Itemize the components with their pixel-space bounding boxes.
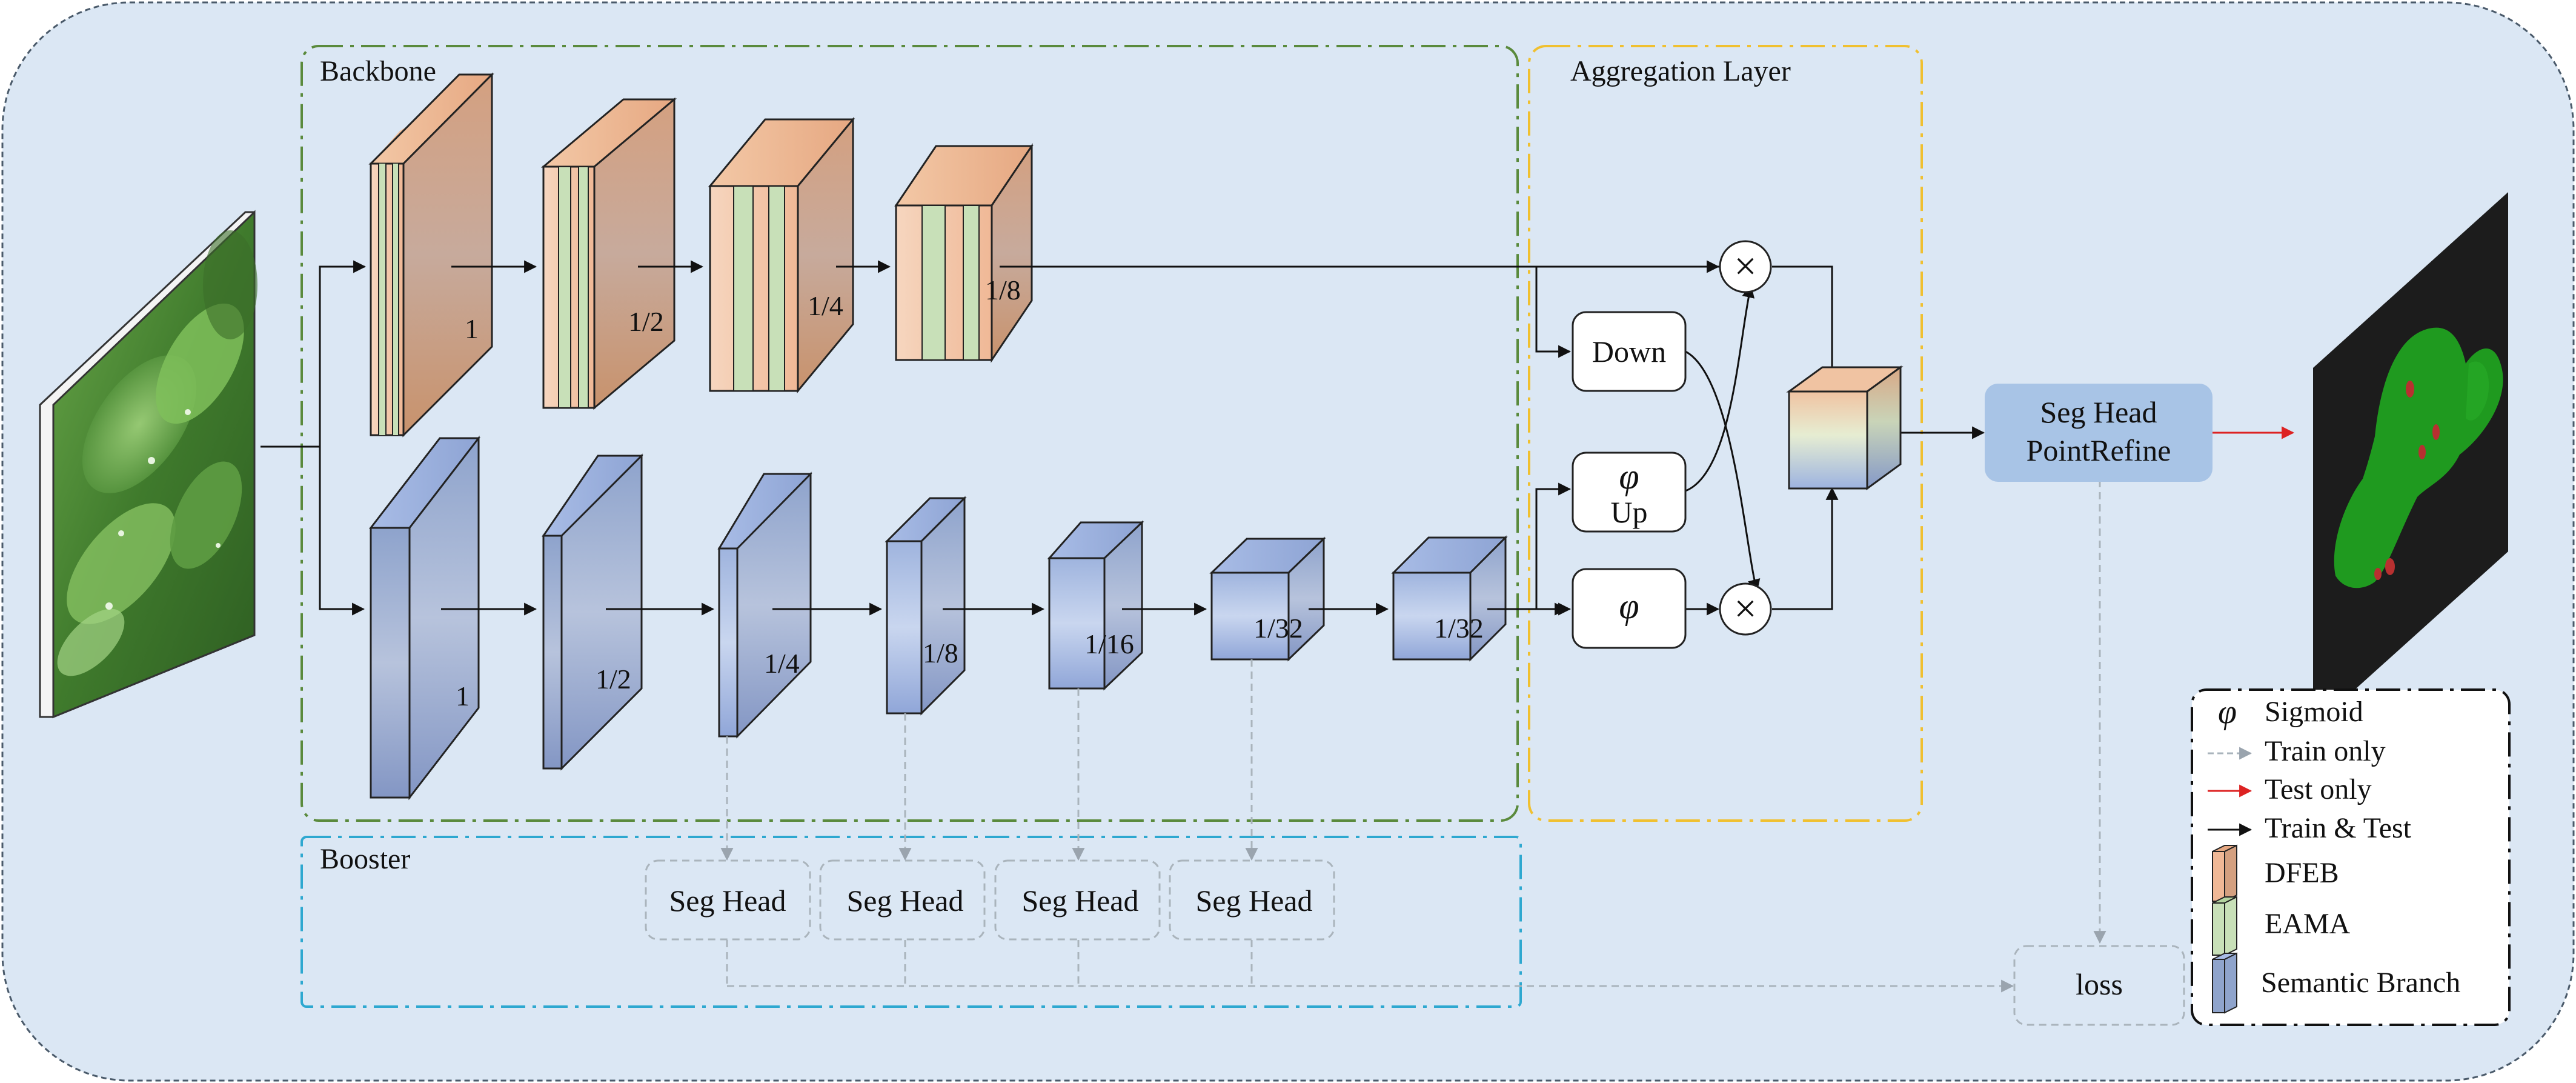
semantic-block-2: 1/2 (542, 453, 643, 771)
aggregation-title: Aggregation Layer (1570, 55, 1791, 87)
legend-eama-swatch (2212, 896, 2237, 956)
loss-box: loss (2013, 945, 2185, 1026)
booster-seg-head-2: Seg Head (819, 859, 986, 941)
semantic-scale-3: 1/4 (764, 648, 800, 679)
legend-dfeb-swatch (2212, 844, 2237, 902)
legend-sigmoid-symbol: φ (2218, 693, 2237, 731)
booster-seg-head-label-2: Seg Head (847, 884, 964, 918)
detail-block-3: 1/4 (708, 116, 855, 394)
down-label: Down (1592, 335, 1666, 368)
semantic-block-6: 1/32 (1209, 536, 1326, 662)
detail-block-2: 1/2 (540, 97, 677, 410)
semantic-scale-1: 1 (456, 681, 470, 711)
semantic-block-5: 1/16 (1047, 520, 1144, 691)
detail-scale-3: 1/4 (808, 290, 843, 321)
multiply-bottom-symbol: × (1734, 587, 1756, 631)
backbone-title: Backbone (320, 55, 436, 87)
semantic-block-4: 1/8 (885, 496, 967, 716)
fusion-cube (1786, 365, 1904, 490)
legend-eama: EAMA (2265, 908, 2351, 940)
aggregation-connectors (1535, 260, 1985, 616)
detail-block-4: 1/8 (894, 143, 1034, 363)
phi-up-symbol: φ (1619, 456, 1639, 496)
detail-scale-1: 1 (465, 313, 479, 344)
legend-semantic: Semantic Branch (2261, 967, 2460, 999)
seg-head-pointrefine: Seg Head PointRefine (1985, 384, 2213, 482)
booster-seg-head-label-4: Seg Head (1196, 884, 1313, 918)
backbone-frame (300, 45, 1519, 822)
seg-head-line1: Seg Head (2040, 395, 2157, 429)
semantic-scale-4: 1/8 (923, 638, 958, 668)
booster-connectors (720, 480, 2106, 993)
phi-up-block: φ Up (1572, 452, 1687, 533)
legend-sigmoid: Sigmoid (2265, 696, 2363, 728)
booster-seg-head-label-1: Seg Head (669, 884, 786, 918)
booster-title: Booster (320, 843, 410, 875)
semantic-scale-7: 1/32 (1434, 613, 1484, 644)
legend-train-test: Train & Test (2265, 812, 2412, 844)
booster-seg-head-label-3: Seg Head (1022, 884, 1139, 918)
input-connectors (261, 260, 367, 616)
semantic-block-1: 1 (368, 435, 481, 801)
loss-label: loss (2076, 967, 2123, 1001)
multiply-bottom: × (1719, 582, 1772, 636)
semantic-block-7: 1/32 (1391, 535, 1508, 662)
booster-seg-head-1: Seg Head (645, 859, 811, 941)
detail-scale-2: 1/2 (628, 306, 664, 337)
seg-head-line2: PointRefine (2027, 433, 2171, 467)
legend-semantic-swatch (2212, 952, 2237, 1014)
legend: φ Sigmoid Train only Test only Train & T… (2191, 688, 2511, 1026)
down-block: Down (1572, 311, 1687, 392)
booster-seg-head-4: Seg Head (1169, 859, 1335, 941)
semantic-block-3: 1/4 (717, 472, 812, 739)
detail-scale-4: 1/8 (985, 275, 1021, 305)
semantic-scale-2: 1/2 (596, 664, 631, 695)
legend-train-only: Train only (2265, 735, 2386, 767)
legend-test-only: Test only (2265, 773, 2372, 805)
semantic-scale-6: 1/32 (1253, 613, 1303, 644)
output-mask-image (2313, 192, 2508, 727)
booster-frame (300, 836, 1522, 1008)
booster-seg-head-3: Seg Head (994, 859, 1161, 941)
multiply-top: × (1719, 240, 1772, 293)
detail-block-1: 1 (368, 72, 494, 438)
up-label: Up (1610, 495, 1647, 529)
phi-block: φ (1572, 568, 1687, 649)
phi-symbol: φ (1619, 586, 1639, 626)
input-leaf-image (39, 210, 257, 719)
multiply-top-symbol: × (1734, 244, 1756, 288)
legend-dfeb: DFEB (2265, 857, 2339, 889)
semantic-scale-5: 1/16 (1084, 628, 1134, 659)
